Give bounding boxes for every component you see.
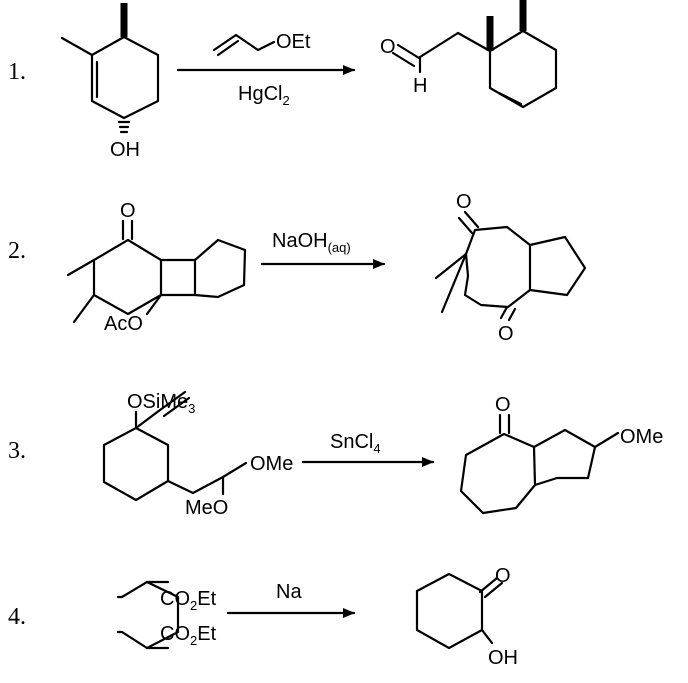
silyl-ether-label: OSiMe3	[127, 391, 195, 416]
reaction-1: 1. OH OEt HgCl2	[8, 0, 558, 161]
hydroxyl-label: OH	[110, 139, 140, 161]
mercury-chloride-label: HgCl2	[238, 83, 290, 108]
product-4-hydroxyl-label: OH	[488, 647, 518, 669]
reaction-1-number: 1.	[8, 59, 26, 85]
hashed-wedge-bond	[117, 120, 131, 134]
ethoxy-label: OEt	[276, 31, 311, 53]
methoxy-label-right: OMe	[250, 453, 293, 475]
product-3-methoxy-label: OMe	[620, 426, 663, 448]
aldehyde-oxygen-label: O	[380, 36, 396, 58]
tin-chloride-label: SnCl4	[330, 431, 381, 456]
reaction-3: 3. OSiMe3 OMe MeO SnCl4 O OMe	[8, 390, 663, 519]
product-2-bottom-ketone-oxygen: O	[498, 323, 514, 345]
reaction-2-number: 2.	[8, 238, 26, 264]
acetoxy-label: AcO	[104, 313, 143, 335]
ester-label-bottom: CO2Et	[160, 623, 217, 648]
product-1-structure: O H	[380, 0, 558, 109]
product-4-ketone-oxygen: O	[495, 565, 511, 587]
product-2-structure: O O	[434, 191, 587, 345]
sodium-hydroxide-label: NaOH(aq)	[272, 230, 351, 255]
reagent-3: SnCl4	[301, 431, 435, 467]
reactant-2-ketone-oxygen: O	[120, 200, 136, 222]
reactant-1-structure: OH	[60, 3, 160, 161]
reagent-4: Na	[226, 581, 356, 618]
product-3-ketone-oxygen: O	[495, 394, 511, 416]
reactant-3-structure: OSiMe3 OMe MeO	[102, 390, 293, 519]
reactant-2-structure: O AcO	[66, 200, 247, 335]
reactant-4-structure: CO2Et CO2Et	[116, 580, 217, 650]
reaction-2: 2. O AcO NaOH(aq) O O	[8, 191, 587, 345]
product-2-top-ketone-oxygen: O	[456, 191, 472, 213]
reagent-2: NaOH(aq)	[260, 230, 386, 269]
sodium-label: Na	[276, 581, 302, 603]
reagent-1: OEt HgCl2	[176, 31, 356, 108]
methoxy-label-left: MeO	[185, 497, 228, 519]
product-3-structure: O OMe	[459, 394, 663, 515]
reaction-3-number: 3.	[8, 438, 26, 464]
reaction-4-number: 4.	[8, 604, 26, 630]
ester-label-top: CO2Et	[160, 588, 217, 613]
product-4-structure: O OH	[415, 565, 518, 669]
reaction-4: 4. CO2Et CO2Et Na O OH	[8, 565, 518, 669]
aldehyde-hydrogen-label: H	[413, 75, 427, 97]
